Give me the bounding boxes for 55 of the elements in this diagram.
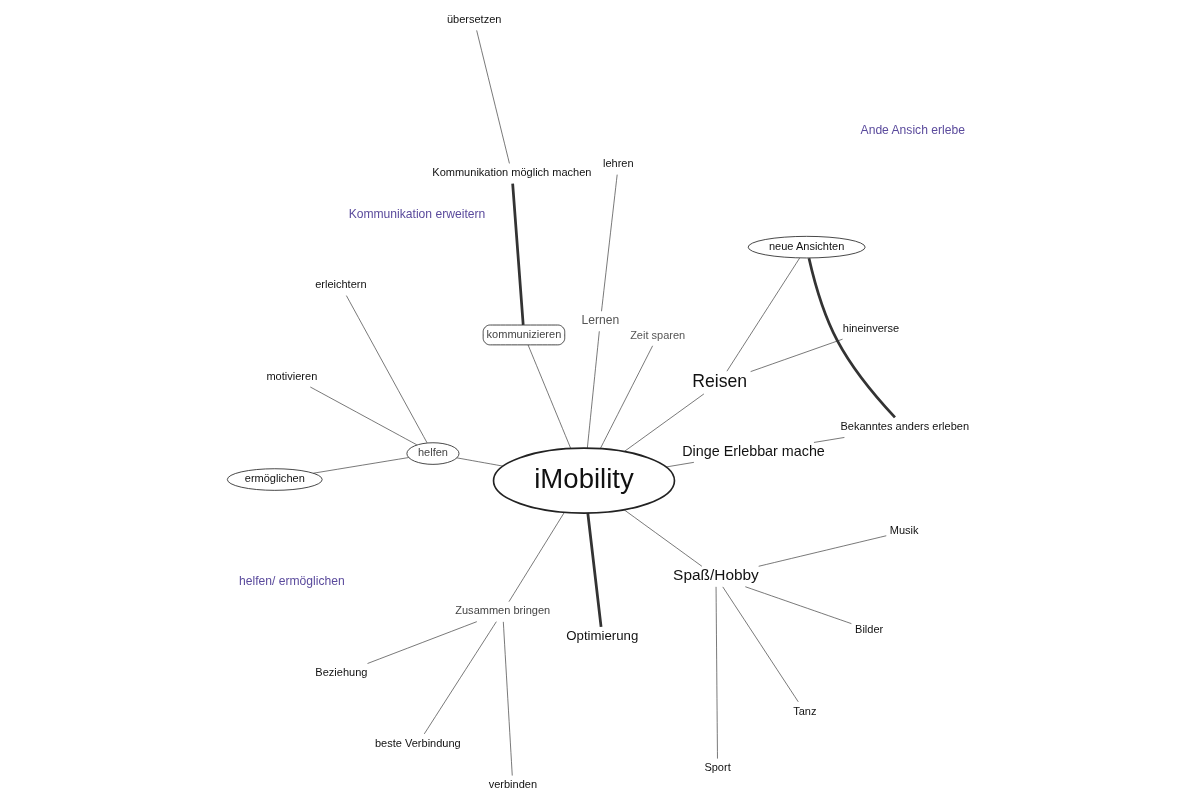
node-text: Musik	[889, 524, 919, 537]
connector	[623, 509, 703, 567]
connector	[476, 30, 510, 164]
connector	[726, 257, 800, 372]
node-text: Kommunikation möglich machen	[432, 166, 592, 179]
connector	[424, 621, 497, 735]
connector	[715, 586, 718, 759]
connector	[367, 621, 478, 664]
connector	[601, 174, 618, 312]
node-text: verbinden	[488, 778, 538, 791]
connector	[665, 462, 695, 468]
node-text: Beziehung	[315, 666, 368, 679]
connector	[313, 457, 409, 474]
connector	[758, 535, 887, 567]
node-text: Zusammen bringen	[455, 604, 551, 617]
connector	[722, 586, 799, 703]
connector	[745, 586, 852, 624]
node-box: kommunizieren	[482, 324, 566, 346]
node-text: beste Verbindung	[374, 736, 461, 749]
node-text: Bilder	[855, 622, 884, 635]
label: helfen/ ermöglichen	[239, 574, 345, 589]
connector	[813, 437, 845, 443]
node-text: Dinge Erlebbar mache	[682, 442, 825, 459]
node-text: Bekanntes anders erleben	[840, 420, 970, 433]
connector	[346, 295, 428, 444]
node-text: übersetzen	[446, 13, 502, 26]
node-ellipse: neue Ansichten	[747, 235, 866, 259]
connector	[587, 330, 600, 449]
node-text: Sport	[704, 761, 731, 774]
connector	[503, 621, 513, 776]
label: Kommunikation erweitern	[348, 207, 486, 222]
label: Ande Ansich erlebe	[860, 123, 965, 138]
connector	[623, 393, 705, 452]
connector	[586, 512, 603, 627]
node-ellipse: ermöglichen	[226, 468, 323, 491]
connector	[511, 183, 525, 325]
connector	[456, 457, 504, 467]
connector	[750, 338, 843, 372]
node-text: Optimierung	[566, 628, 639, 644]
connector	[527, 344, 572, 449]
node-text: Lernen	[581, 313, 620, 328]
node-text: erleichtern	[315, 278, 367, 291]
connector	[508, 512, 565, 602]
connector	[807, 257, 896, 419]
node-text: lehren	[603, 157, 634, 170]
node-text: Reisen	[692, 370, 748, 391]
node-text: Spaß/Hobby	[673, 566, 759, 584]
node-text: Zeit sparen	[630, 328, 686, 341]
connector	[310, 386, 418, 446]
node-ellipse: helfen	[406, 442, 460, 465]
node-text: Tanz	[793, 704, 817, 717]
connector	[599, 345, 653, 449]
node-text: motivieren	[266, 369, 318, 382]
node-text: hineinverse	[842, 321, 900, 334]
node-ellipse: iMobility	[492, 447, 676, 514]
